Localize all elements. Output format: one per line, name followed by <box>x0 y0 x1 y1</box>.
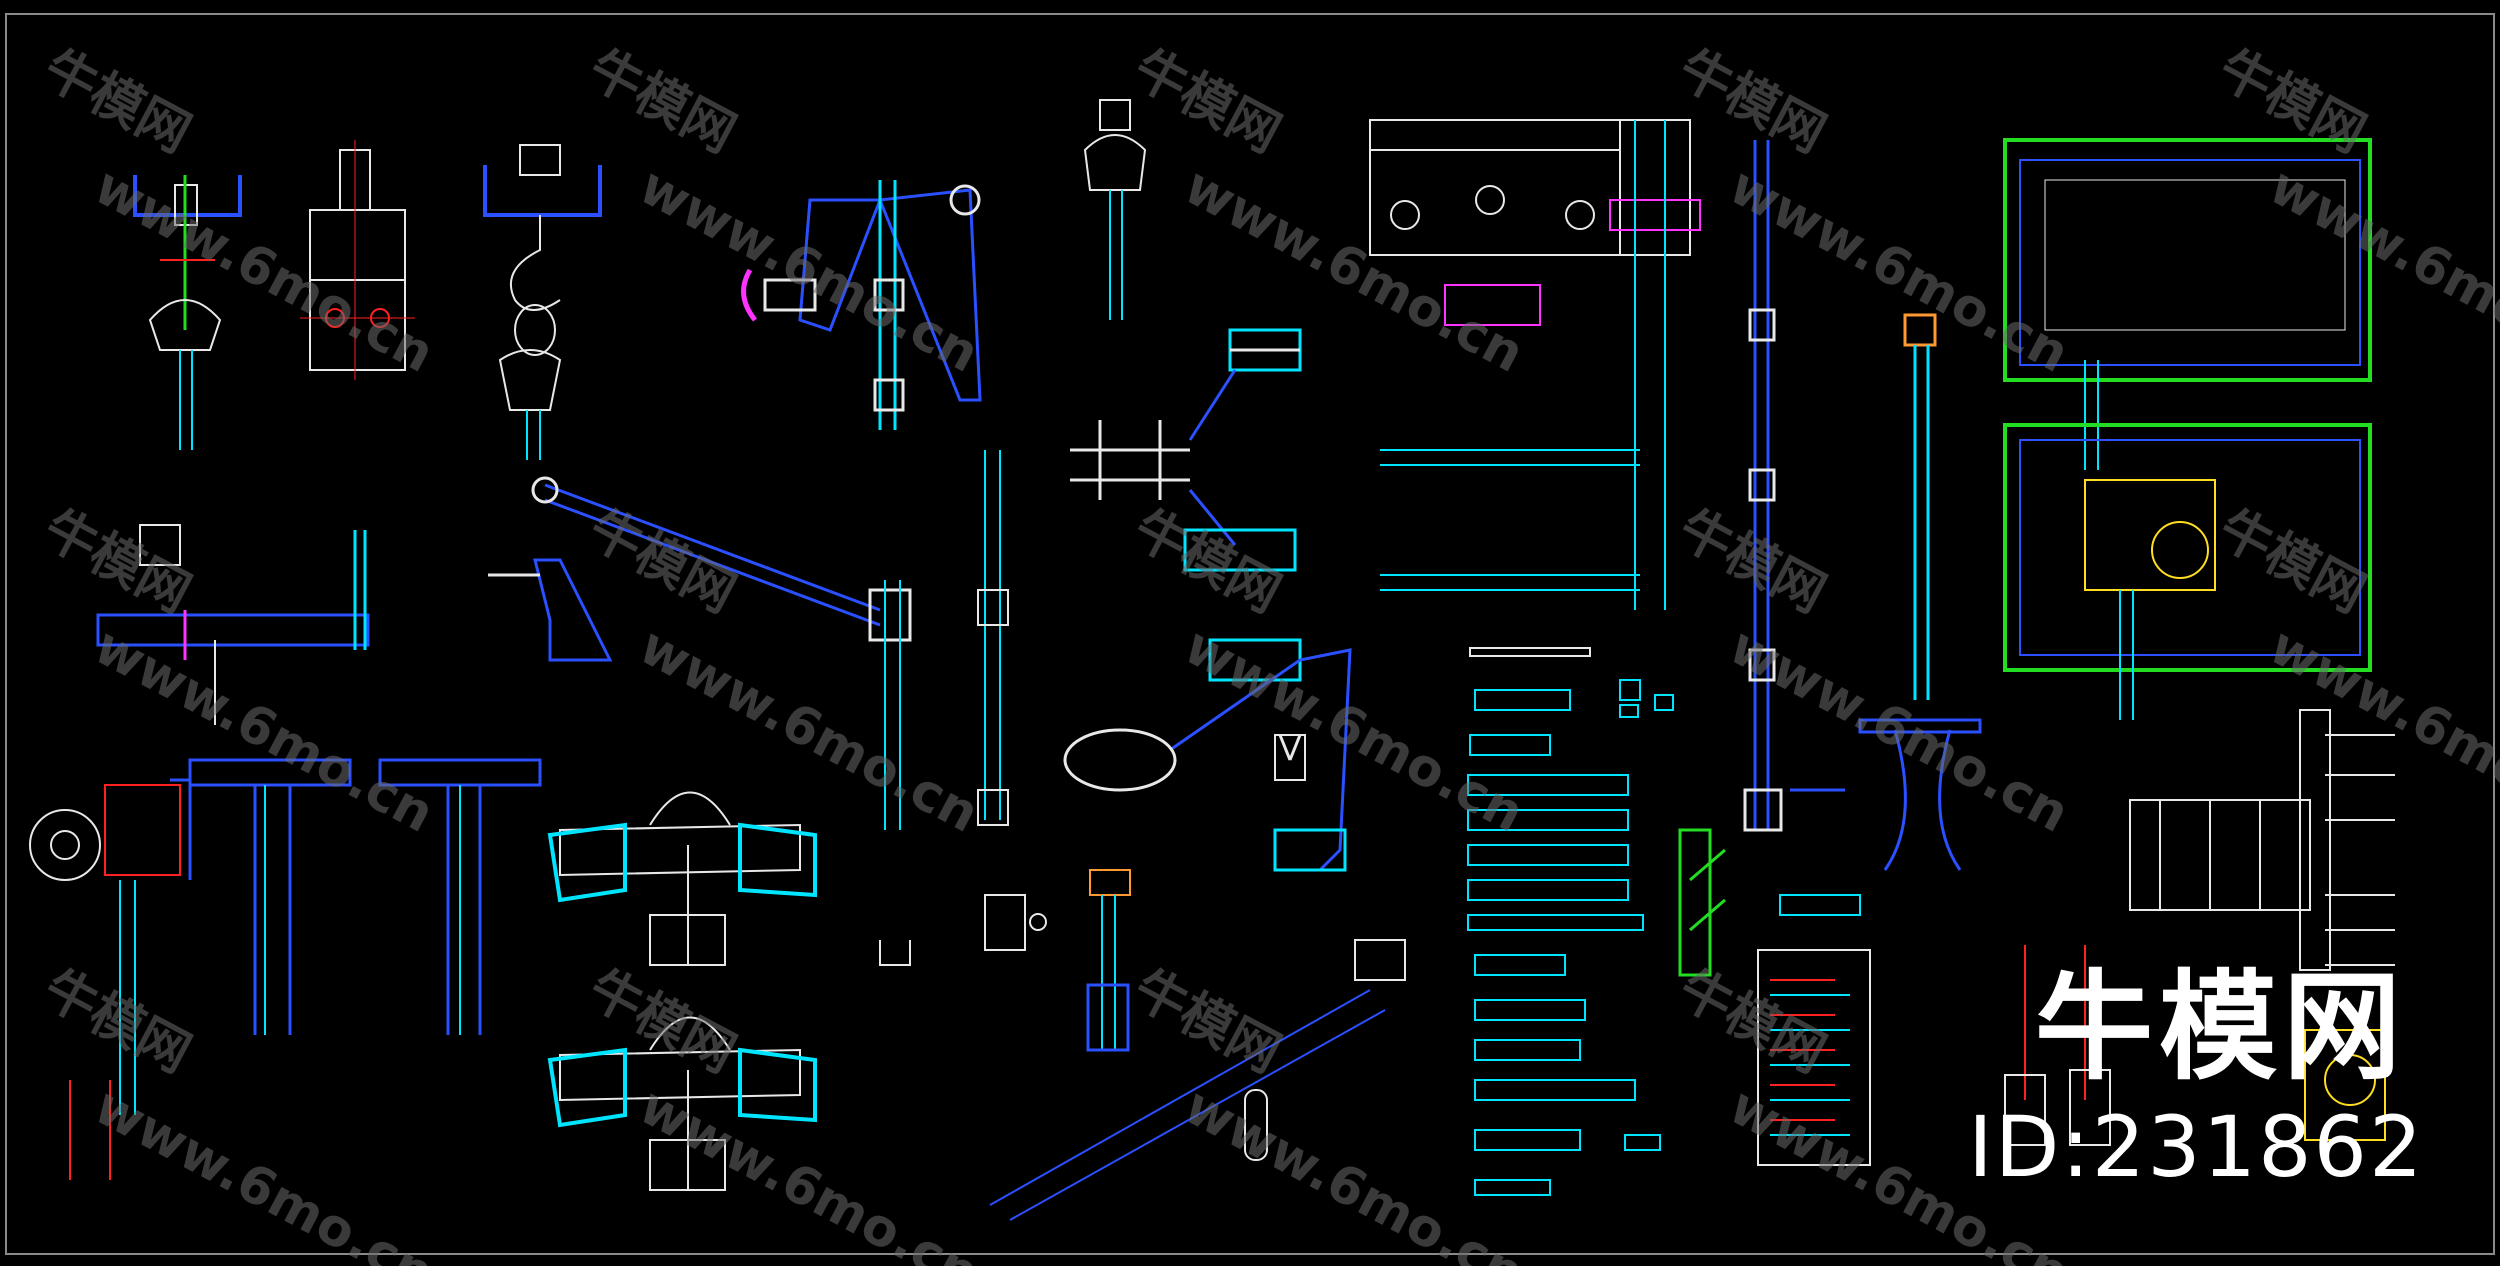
pulley-clamp-upper <box>547 791 817 966</box>
pulley-clamp-lower <box>547 1016 817 1191</box>
motor-drive-detail-left <box>29 778 192 1180</box>
vertical-glass-section <box>884 450 1009 830</box>
arm-linkage-detail-1 <box>741 180 982 430</box>
clamped-fin-detail <box>1858 313 1982 871</box>
legend-table <box>1757 949 1871 1166</box>
small-channel-details <box>879 734 1306 966</box>
diagonal-brace-detail <box>989 939 1406 1221</box>
brand-logo-text: 牛模网 <box>2035 958 2408 1096</box>
top-hanger-clip <box>1083 99 1147 320</box>
hook-hanger-detail <box>483 144 602 460</box>
bracket-plate-elevation <box>1369 119 1701 610</box>
actuator-detail-right <box>2004 945 2386 1146</box>
long-strut-bracket <box>488 476 912 662</box>
rod-with-fittings <box>1743 140 1845 832</box>
hanger-clamp-detail-1 <box>133 175 242 450</box>
green-side-bracket <box>1678 828 1726 977</box>
hanger-clamp-detail-2 <box>300 140 415 380</box>
green-frame-section-lower <box>2003 423 2372 720</box>
green-frame-section-upper <box>2003 138 2372 470</box>
glass-channel-detail <box>1086 869 1131 1052</box>
brand-id-label: ID:231862 <box>1968 1098 2425 1196</box>
t-mullion-section-1 <box>188 758 352 1035</box>
bolted-bracket-assembly <box>2129 709 2395 971</box>
profile-section-left <box>96 524 370 725</box>
spider-fitting-detail <box>1063 328 1352 872</box>
t-mullion-section-2 <box>378 758 542 1035</box>
sheet-frame <box>5 13 2495 1255</box>
legend-profile-blocks <box>1467 647 1861 1196</box>
